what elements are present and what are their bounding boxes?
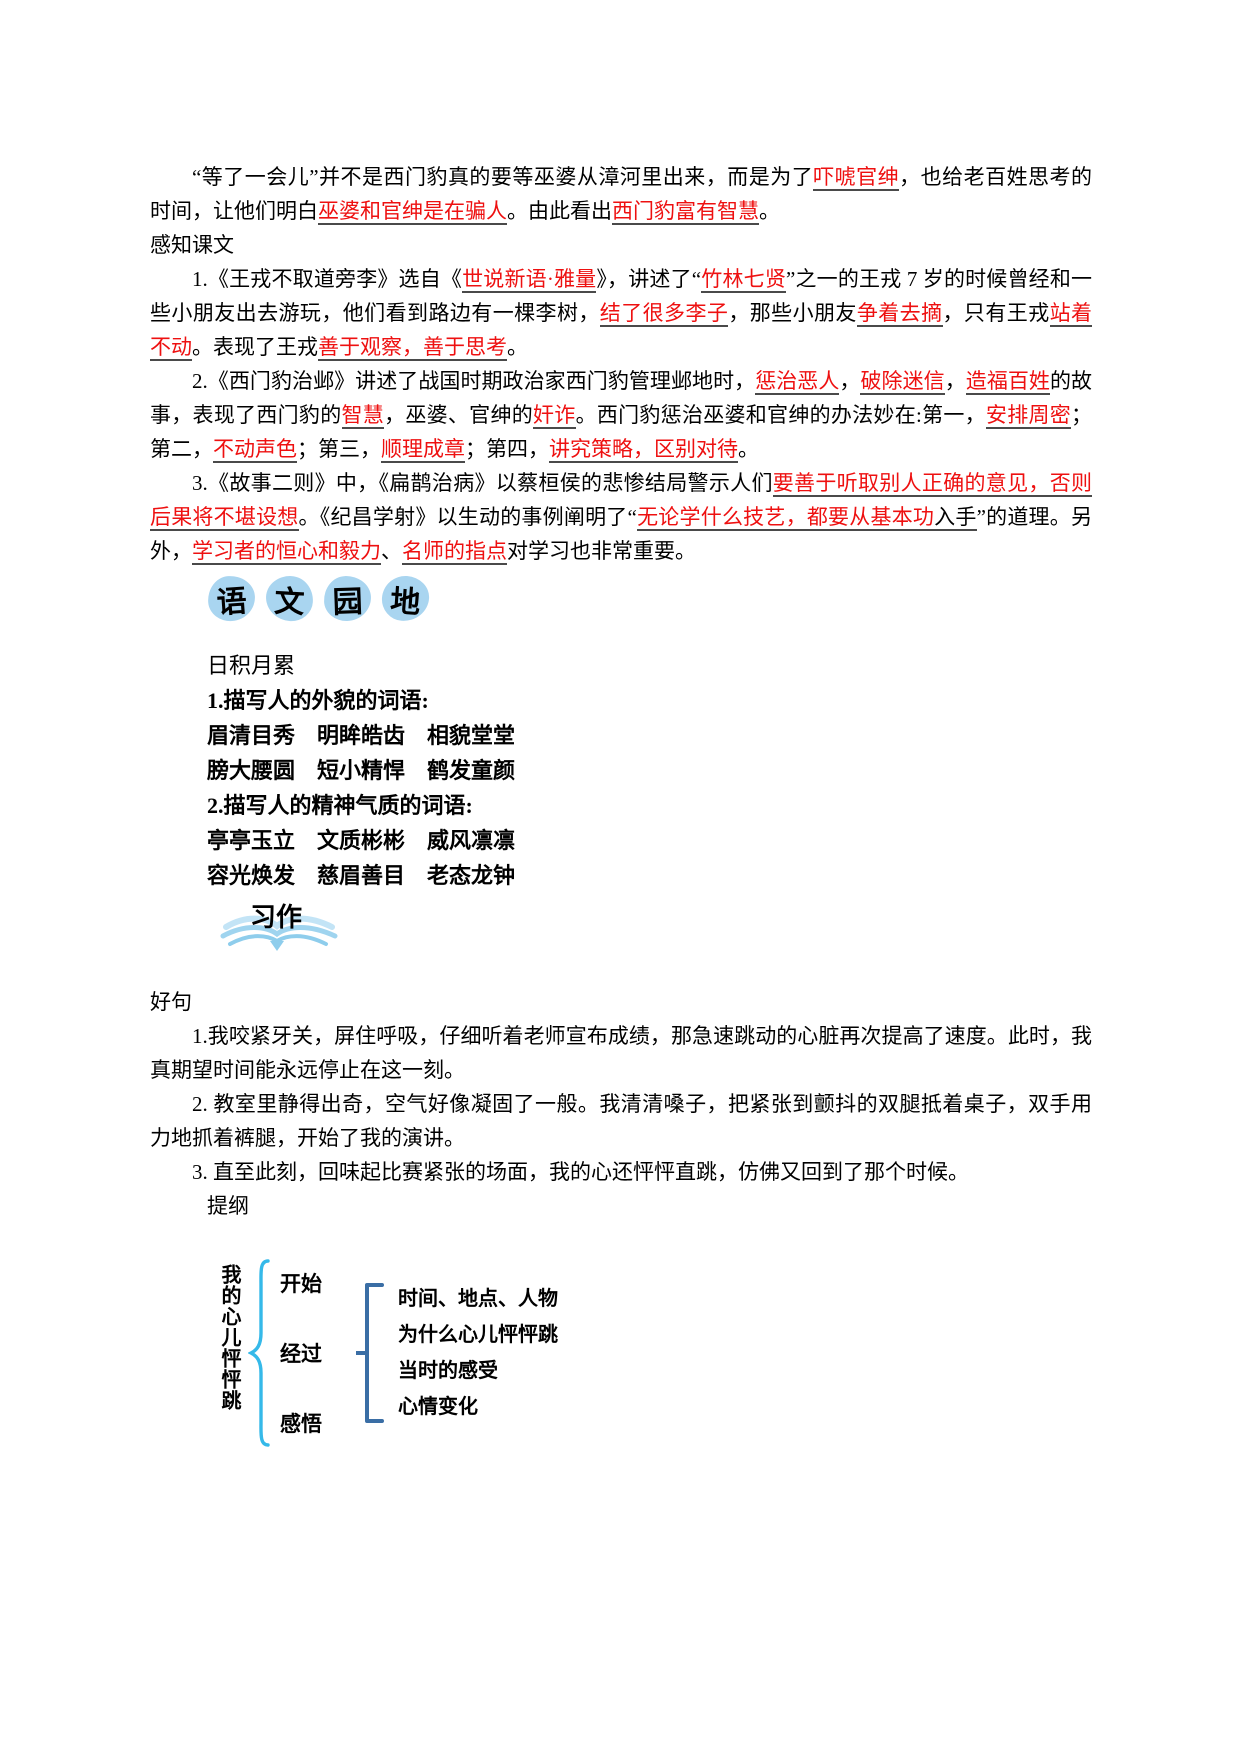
document-page: “等了一会儿”并不是西门豹真的要等巫婆从漳河里出来，而是为了吓唬官绅，也给老百姓… bbox=[150, 165, 1093, 1449]
stage-kaishi: 开始 bbox=[280, 1272, 322, 1296]
course-point-1: 1.《王戎不取道旁李》选自《世说新语·雅量》，讲述了“竹林七贤”之一的王戎 7 … bbox=[150, 267, 1093, 361]
square-bracket-icon bbox=[356, 1283, 384, 1423]
outline-diagram: 我的心儿怦怦跳 开始 经过 感悟 时间、地点、人物 为什么心儿怦怦跳 当时的感受… bbox=[216, 1257, 1092, 1449]
good-sentence-1: 1.我咬紧牙关，屏住呼吸，仔细听着老师宣布成绩，那急速跳动的心脏再次提高了速度。… bbox=[150, 1024, 1092, 1082]
accumulation-line: 2.描写人的精神气质的词语: bbox=[207, 793, 473, 818]
detail-item: 当时的感受 bbox=[398, 1360, 498, 1382]
accumulation-line: 容光焕发 慈眉善目 老态龙钟 bbox=[207, 863, 516, 888]
yuwen-yuandi-heading: 语 文 园 地 bbox=[206, 574, 1092, 624]
heading-char-blob: 地 bbox=[380, 574, 431, 623]
good-sentence-3: 3. 直至此刻，回味起比赛紧张的场面，我的心还怦怦直跳，仿佛又回到了那个时候。 bbox=[192, 1160, 969, 1184]
accumulation-title: 日积月累 bbox=[207, 653, 296, 678]
xizuo-heading: 习作 bbox=[220, 897, 380, 955]
heading-char-blob: 语 bbox=[206, 574, 257, 623]
good-sentences-title: 好句 bbox=[150, 990, 192, 1014]
accumulation-line: 亭亭玉立 文质彬彬 威风凛凛 bbox=[207, 828, 516, 853]
open-book-icon bbox=[220, 915, 338, 951]
course-point-3: 3.《故事二则》中，《扁鹊治病》以蔡桓侯的悲惨结局警示人们要善于听取别人正确的意… bbox=[150, 471, 1092, 565]
section-title-ganzhi-kewen: 感知课文 bbox=[150, 233, 234, 257]
heading-char-blob: 文 bbox=[264, 574, 315, 623]
good-sentence-2: 2. 教室里静得出奇，空气好像凝固了一般。我清清嗓子，把紧张到颤抖的双腿抵着桌子… bbox=[150, 1092, 1092, 1150]
stage-jingguo: 经过 bbox=[280, 1342, 322, 1366]
intro-paragraph: “等了一会儿”并不是西门豹真的要等巫婆从漳河里出来，而是为了吓唬官绅，也给老百姓… bbox=[150, 165, 1093, 225]
accumulation-line: 膀大腰圆 短小精悍 鹤发童颜 bbox=[207, 758, 516, 783]
xizuo-label: 习作 bbox=[250, 903, 303, 932]
outline-label: 提纲 bbox=[207, 1194, 249, 1218]
accumulation-line: 眉清目秀 明眸皓齿 相貌堂堂 bbox=[207, 723, 516, 748]
detail-item: 为什么心儿怦怦跳 bbox=[398, 1324, 558, 1346]
detail-item: 时间、地点、人物 bbox=[398, 1288, 558, 1310]
diagram-stages: 开始 经过 感悟 bbox=[280, 1268, 322, 1438]
course-point-2: 2.《西门豹治邺》讲述了战国时期政治家西门豹管理邺地时，惩治恶人，破除迷信，造福… bbox=[150, 369, 1093, 463]
curly-brace-icon bbox=[248, 1259, 270, 1447]
accumulation-line: 1.描写人的外貌的词语: bbox=[207, 688, 429, 713]
detail-item: 心情变化 bbox=[398, 1396, 478, 1418]
accumulation-section: 日积月累 1.描写人的外貌的词语: 眉清目秀 明眸皓齿 相貌堂堂 膀大腰圆 短小… bbox=[207, 648, 1092, 893]
diagram-root-label: 我的心儿怦怦跳 bbox=[218, 1264, 240, 1411]
diagram-details: 时间、地点、人物 为什么心儿怦怦跳 当时的感受 心情变化 bbox=[398, 1281, 558, 1425]
stage-ganwu: 感悟 bbox=[280, 1412, 322, 1436]
heading-char-blob: 园 bbox=[323, 575, 372, 622]
